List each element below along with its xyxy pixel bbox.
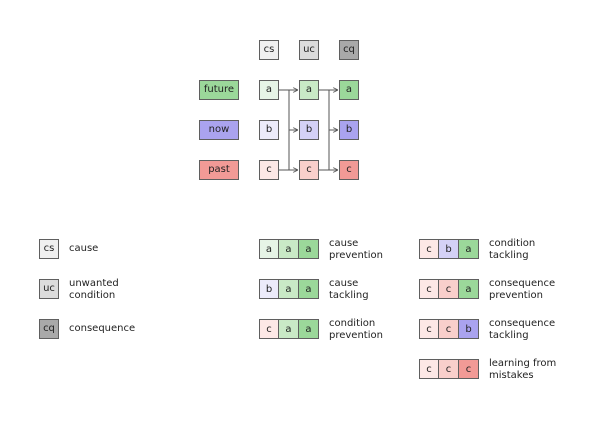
grid-cell-future-cs: a: [259, 80, 279, 100]
combo-cell: a: [299, 279, 319, 299]
header-cs: cs: [259, 40, 279, 60]
legend-cs-symbol: cs: [39, 239, 59, 259]
combo-condition-prevention: c a a: [259, 319, 319, 339]
combo-cell: c: [419, 239, 439, 259]
grid-cell-now-uc: b: [299, 120, 319, 140]
row-label-now: now: [199, 120, 239, 140]
header-cq: cq: [339, 40, 359, 60]
combo-cell: b: [439, 239, 459, 259]
legend-uc-symbol: uc: [39, 279, 59, 299]
combo-cell: a: [279, 279, 299, 299]
combo-cell: c: [459, 359, 479, 379]
combo-cell: a: [279, 239, 299, 259]
combo-consequence-tackling: c c b: [419, 319, 479, 339]
legend-cq-desc: consequence: [69, 323, 136, 334]
combo-cell: a: [279, 319, 299, 339]
legend-cs-desc: cause: [69, 243, 99, 254]
combo-cell: a: [459, 239, 479, 259]
grid-cell-now-cs: b: [259, 120, 279, 140]
combo-cell: c: [419, 319, 439, 339]
combo-cell: c: [419, 359, 439, 379]
combo-consequence-prevention: c c a: [419, 279, 479, 299]
grid-cell-past-cs: c: [259, 160, 279, 180]
header-uc: uc: [299, 40, 319, 60]
combo-cell: c: [439, 279, 459, 299]
combo-cell: a: [299, 239, 319, 259]
row-label-past: past: [199, 160, 239, 180]
combo-cell: a: [299, 319, 319, 339]
combo-cell: a: [459, 279, 479, 299]
combo-cell: b: [459, 319, 479, 339]
grid-cell-now-cq: b: [339, 120, 359, 140]
grid-cell-past-cq: c: [339, 160, 359, 180]
combo-cell: c: [439, 359, 459, 379]
combo-cell: c: [259, 319, 279, 339]
combo-learning-from-mistakes: c c c: [419, 359, 479, 379]
combo-cell: b: [259, 279, 279, 299]
combo-cell: c: [439, 319, 459, 339]
row-label-future: future: [199, 80, 239, 100]
grid-cell-past-uc: c: [299, 160, 319, 180]
grid-cell-future-cq: a: [339, 80, 359, 100]
grid-cell-future-uc: a: [299, 80, 319, 100]
combo-cell: c: [419, 279, 439, 299]
combo-cause-prevention: a a a: [259, 239, 319, 259]
combo-cause-tackling: b a a: [259, 279, 319, 299]
legend-uc-desc: unwanted condition: [69, 278, 119, 301]
combo-cell: a: [259, 239, 279, 259]
legend-cq-symbol: cq: [39, 319, 59, 339]
combo-condition-tackling: c b a: [419, 239, 479, 259]
